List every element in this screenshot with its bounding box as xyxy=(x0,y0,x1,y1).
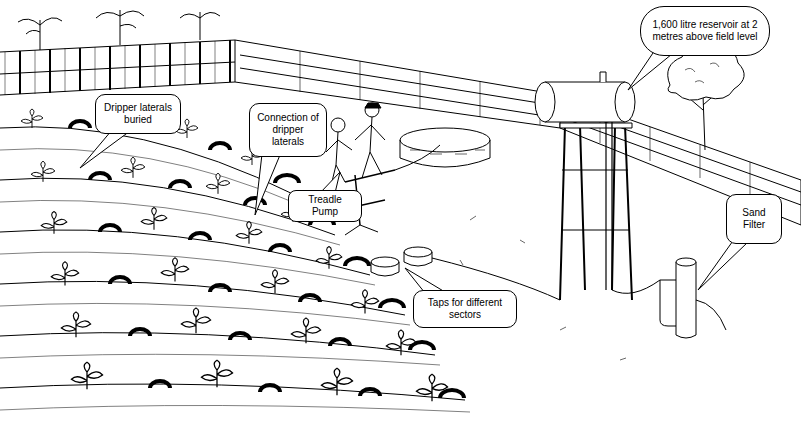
callout-text: Treadle Pump xyxy=(294,194,356,218)
callout-text: Taps for different sectors xyxy=(419,297,511,321)
sand-filter xyxy=(612,258,726,338)
callout-text: Dripper laterals buried xyxy=(101,102,175,126)
planting-ridges xyxy=(0,127,470,412)
fence xyxy=(0,40,235,95)
callout-text: 1,600 litre reservoir at 2 metres above … xyxy=(646,19,764,43)
trees xyxy=(18,10,220,50)
callout-box: Taps for different sectors xyxy=(413,290,517,328)
dripper-tubes xyxy=(70,121,464,398)
callout-text: Connection of dripper laterals xyxy=(255,112,321,148)
callout-text: Sand Filter xyxy=(732,207,776,231)
callout-tails xyxy=(80,50,748,293)
tree xyxy=(668,45,744,150)
plants xyxy=(21,107,448,401)
callout-box: Treadle Pump xyxy=(288,190,362,222)
ground-marks xyxy=(460,216,626,360)
callout-box: Sand Filter xyxy=(726,194,782,244)
callout-box: 1,600 litre reservoir at 2 metres above … xyxy=(640,6,770,56)
callout-box: Dripper laterals buried xyxy=(95,94,181,134)
reservoir-tank xyxy=(535,72,635,300)
callout-box: Connection of dripper laterals xyxy=(249,103,327,157)
well xyxy=(400,128,490,167)
brick-wall xyxy=(235,40,801,225)
